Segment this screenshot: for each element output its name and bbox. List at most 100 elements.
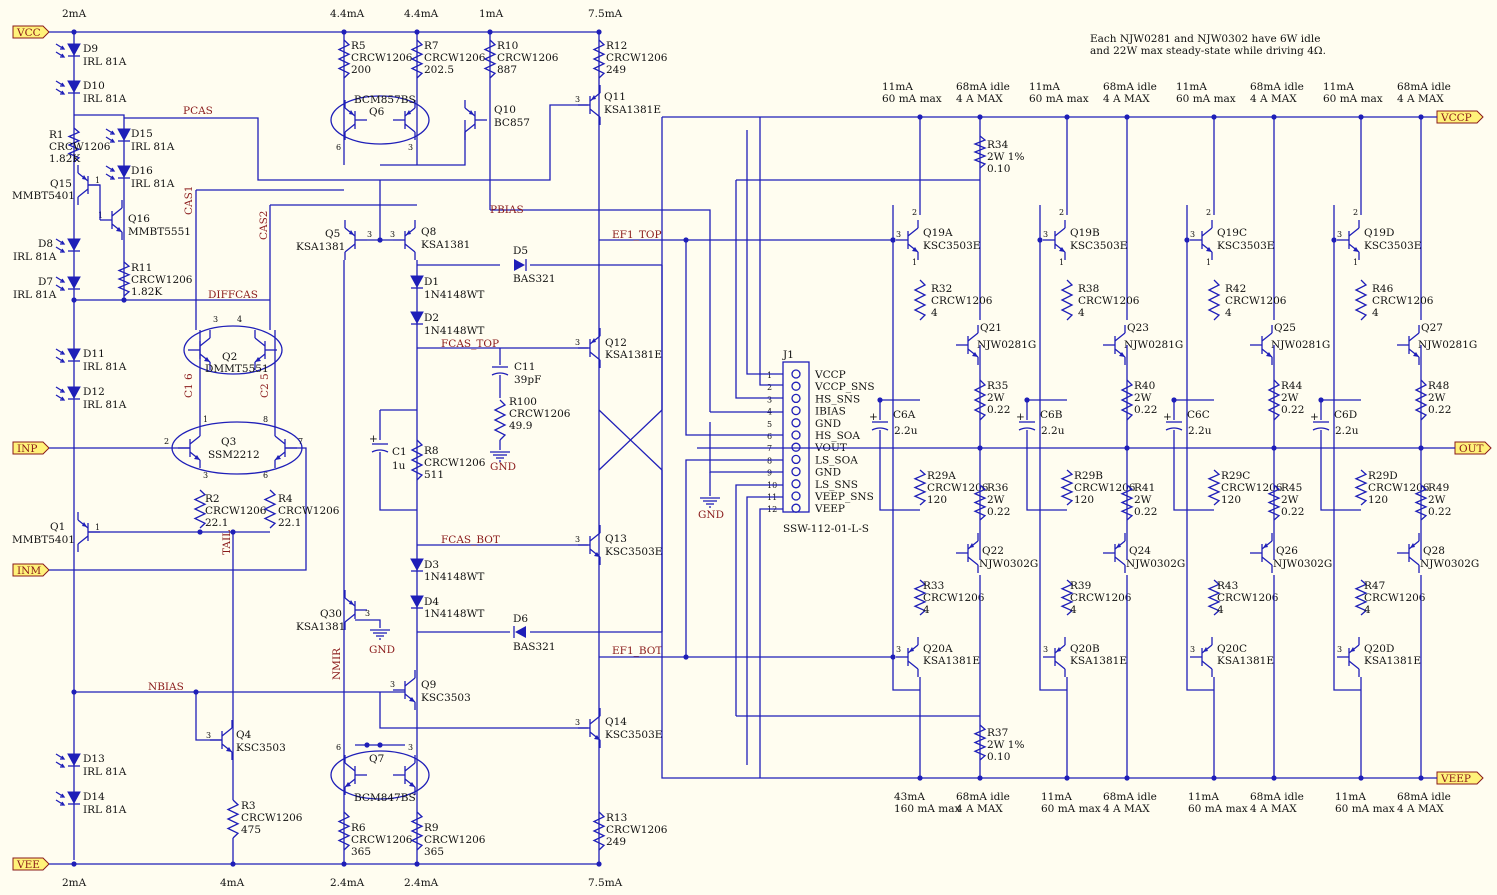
resistor-r36 xyxy=(973,484,987,521)
ref: D6 xyxy=(513,613,528,625)
diode-d4 xyxy=(410,595,424,609)
pin-number: 6 xyxy=(336,743,341,752)
val: IRL 81A xyxy=(83,56,127,68)
pcas-wire xyxy=(124,104,588,181)
transistor-q19a xyxy=(896,220,919,260)
rb-bot: CRCW1206 xyxy=(1364,592,1426,604)
ground-symbol xyxy=(490,451,510,462)
current-label: 2mA xyxy=(62,877,87,889)
j1-pin11 xyxy=(746,496,783,765)
r11: R11 xyxy=(131,262,152,274)
ref: Q23 xyxy=(1127,322,1149,334)
re-bot: 2W xyxy=(1428,494,1446,506)
resistor-r39 xyxy=(1060,579,1074,616)
capacitor-c6a xyxy=(871,421,889,431)
j1-pin xyxy=(791,466,801,477)
ref: C11 xyxy=(514,361,535,373)
r100: R100 xyxy=(509,396,537,408)
r6: 365 xyxy=(351,846,371,858)
val: MMBT5401 xyxy=(12,534,75,546)
val: IRL 81A xyxy=(13,251,57,263)
transistor-q7b xyxy=(393,755,416,795)
transistor-q19c xyxy=(1190,220,1213,260)
r29: 120 xyxy=(1368,494,1388,506)
junction-dot xyxy=(1418,775,1424,781)
junction-dot xyxy=(1064,114,1070,120)
ref: Q14 xyxy=(605,716,627,728)
rb-bot: 4 xyxy=(923,604,930,616)
r2: CRCW1206 xyxy=(205,505,267,517)
resistor-r13 xyxy=(592,811,606,851)
pin-number: 2 xyxy=(1206,208,1211,217)
port-label: VEE xyxy=(16,859,40,871)
current-top: 60 mA max xyxy=(882,93,942,105)
junction-dot xyxy=(1211,775,1217,781)
current-top: 68mA idle xyxy=(1103,81,1157,93)
current-top: 11mA xyxy=(882,81,913,93)
cap-bot xyxy=(1320,430,1361,511)
q15-wire xyxy=(88,184,101,220)
re-bot: 0.22 xyxy=(1134,506,1157,518)
val: NJW0281G xyxy=(1418,339,1477,351)
val: SSM2212 xyxy=(208,449,260,461)
j1-pin xyxy=(791,369,801,379)
r12: CRCW1206 xyxy=(606,52,668,64)
r37: R37 xyxy=(987,727,1008,739)
r2: R2 xyxy=(205,493,220,505)
pin-number: 6 xyxy=(336,143,341,152)
transistor-q24 xyxy=(1103,533,1126,573)
rb-bot: R43 xyxy=(1217,580,1238,592)
capacitor-c6c xyxy=(1165,421,1183,431)
rb-top: 4 xyxy=(1078,307,1085,319)
led-d9 xyxy=(55,43,81,58)
rb-top: 4 xyxy=(931,307,938,319)
r11: 1.82K xyxy=(131,286,162,298)
transistor-q5 xyxy=(344,220,367,260)
val: BC857 xyxy=(494,117,530,129)
ref: Q2 xyxy=(222,351,237,363)
ref: Q9 xyxy=(421,679,436,691)
val: BCM857BS xyxy=(354,94,416,106)
ref: D3 xyxy=(424,559,439,571)
ref: D8 xyxy=(38,238,53,250)
port-veep: VEEP xyxy=(1436,771,1484,785)
r6: CRCW1206 xyxy=(351,834,413,846)
note-text: and 22W max steady-state while driving 4… xyxy=(1090,45,1326,57)
r1: 1.82K xyxy=(49,153,80,165)
resistor-r32 xyxy=(913,279,927,321)
val: 2.2u xyxy=(894,425,918,437)
resistor-r29c xyxy=(1207,469,1221,506)
junction-dot xyxy=(1358,114,1364,120)
r8: CRCW1206 xyxy=(424,457,486,469)
r10: 887 xyxy=(497,64,517,76)
re-bot: R36 xyxy=(987,482,1009,494)
val: KSA1381 xyxy=(296,621,345,633)
r3: CRCW1206 xyxy=(241,812,303,824)
r13: CRCW1206 xyxy=(606,824,668,836)
current-top: 4 A MAX xyxy=(1103,93,1150,105)
net-diffcas: DIFFCAS xyxy=(208,289,258,301)
j1-pin-number: 1 xyxy=(767,371,772,380)
net-ef1-bot: EF1_BOT xyxy=(612,645,662,657)
j1-pin-number: 2 xyxy=(767,383,772,392)
pin-number: 3 xyxy=(367,230,372,239)
r2: 22.1 xyxy=(205,517,228,529)
port-label: INM xyxy=(17,565,41,577)
led-d11 xyxy=(55,348,81,363)
current-bottom: 11mA xyxy=(1188,791,1219,803)
pin-number: 7 xyxy=(298,437,303,446)
ref: Q3 xyxy=(221,436,236,448)
resistor-r5 xyxy=(337,39,351,79)
net-fcas-bot: FCAS_BOT xyxy=(441,534,500,546)
j1-body xyxy=(782,361,810,513)
r3: 475 xyxy=(241,824,261,836)
pin-number: 3 xyxy=(365,609,370,618)
transistor-q22 xyxy=(956,533,979,573)
vccp-veep-link xyxy=(661,117,1437,779)
ref: Q7 xyxy=(369,753,384,765)
junction-dot xyxy=(1037,237,1043,243)
ref: Q5 xyxy=(325,228,340,240)
junction-dot xyxy=(917,114,923,120)
re-top: 2W xyxy=(1281,392,1299,404)
current-label: 7.5mA xyxy=(588,877,623,889)
